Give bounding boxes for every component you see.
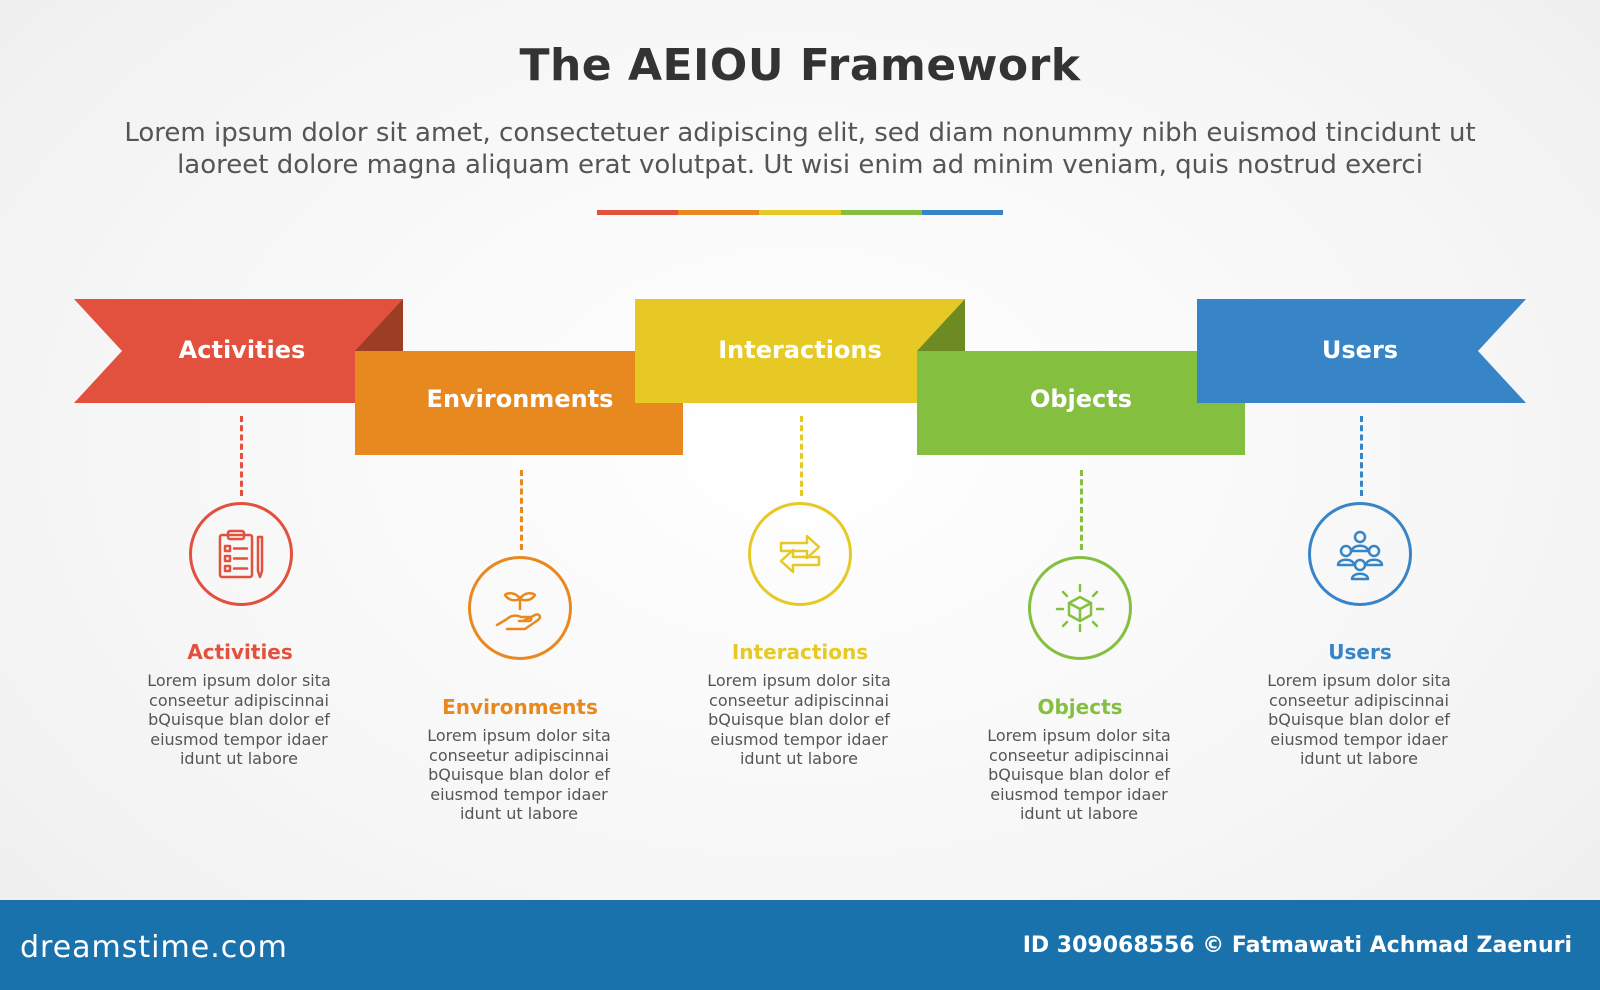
item-desc-activities: Lorem ipsum dolor sita conseetur adipisc… (129, 671, 349, 769)
connector-objects (1080, 470, 1083, 550)
cube-icon (1055, 583, 1105, 633)
footer-bar: dreamstime.com ID 309068556 © Fatmawati … (0, 900, 1600, 990)
icon-circle-objects (1028, 556, 1132, 660)
desc-line: idunt ut labore (739, 749, 858, 768)
desc-line: Lorem ipsum dolor sita (427, 726, 611, 745)
item-title-users: Users (1328, 640, 1392, 664)
hand-plant-icon (495, 592, 542, 631)
desc-line: eiusmod tempor idaer (990, 784, 1168, 804)
subtitle-line-1: Lorem ipsum dolor sit amet, consectetuer… (124, 118, 1476, 148)
item-desc-users: Lorem ipsum dolor sita conseetur adipisc… (1249, 671, 1469, 769)
desc-line: bQuisque blan dolor ef (428, 765, 610, 784)
desc-line: conseetur adipiscinnai (989, 745, 1169, 765)
item-title-interactions: Interactions (731, 640, 869, 664)
connector-activities (240, 416, 243, 496)
item-desc-environments: Lorem ipsum dolor sita conseetur adipisc… (409, 726, 629, 824)
rainbow-divider (597, 210, 1004, 215)
item-desc-objects: Lorem ipsum dolor sita conseetur adipisc… (969, 726, 1189, 824)
divider-segment-orange (678, 210, 760, 215)
desc-line: bQuisque blan dolor ef (148, 710, 330, 729)
exchange-arrows-icon (779, 534, 821, 574)
desc-line: Lorem ipsum dolor sita (707, 671, 891, 690)
divider-segment-green (840, 210, 922, 215)
divider-segment-red (597, 210, 679, 215)
ribbon-segment-interactions (635, 299, 965, 403)
desc-line: Lorem ipsum dolor sita (1267, 671, 1451, 690)
page-title: The AEIOU Framework (519, 40, 1081, 91)
ribbon-label-users: Users (1321, 336, 1399, 364)
ribbon-label-environments: Environments (426, 385, 614, 413)
desc-line: bQuisque blan dolor ef (1268, 710, 1450, 729)
ribbon-segment-activities (74, 299, 403, 403)
icon-circle-environments (468, 556, 572, 660)
ribbon-segment-users (1197, 299, 1526, 403)
desc-line: bQuisque blan dolor ef (708, 710, 890, 729)
desc-line: conseetur adipiscinnai (709, 690, 889, 710)
users-group-icon (1336, 530, 1384, 581)
page-subtitle: Lorem ipsum dolor sit amet, consectetuer… (100, 117, 1500, 181)
connector-users (1360, 416, 1363, 496)
item-title-activities: Activities (187, 640, 293, 664)
ribbon-label-interactions: Interactions (718, 336, 882, 364)
desc-line: bQuisque blan dolor ef (988, 765, 1170, 784)
ribbon-segment-environments (355, 351, 683, 455)
divider-segment-blue (921, 210, 1004, 215)
desc-line: eiusmod tempor idaer (710, 729, 888, 749)
desc-line: conseetur adipiscinnai (1269, 690, 1449, 710)
desc-line: idunt ut labore (179, 749, 298, 768)
ribbon-label-objects: Objects (1029, 385, 1133, 413)
desc-line: Lorem ipsum dolor sita (147, 671, 331, 690)
connector-interactions (800, 416, 803, 496)
footer-brand-logo[interactable]: dreamstime.com (20, 930, 288, 965)
ribbon-label-activities: Activities (178, 336, 306, 364)
item-title-objects: Objects (1037, 695, 1123, 719)
desc-line: idunt ut labore (1299, 749, 1418, 768)
desc-line: idunt ut labore (1019, 804, 1138, 823)
desc-line: eiusmod tempor idaer (150, 729, 328, 749)
clipboard-checklist-icon (218, 529, 264, 579)
ribbon-segment-objects (917, 351, 1245, 455)
desc-line: idunt ut labore (459, 804, 578, 823)
desc-line: eiusmod tempor idaer (430, 784, 608, 804)
item-desc-interactions: Lorem ipsum dolor sita conseetur adipisc… (689, 671, 909, 769)
footer-credit: ID 309068556 © Fatmawati Achmad Zaenuri (1022, 933, 1572, 958)
desc-line: Lorem ipsum dolor sita (987, 726, 1171, 745)
icon-circle-interactions (748, 502, 852, 606)
desc-line: eiusmod tempor idaer (1270, 729, 1448, 749)
item-title-environments: Environments (442, 695, 598, 719)
ribbon-fold-1 (355, 299, 403, 351)
subtitle-line-2: laoreet dolore magna aliquam erat volutp… (177, 150, 1423, 180)
ribbon-banner (74, 299, 1526, 455)
desc-line: conseetur adipiscinnai (149, 690, 329, 710)
icon-circle-users (1308, 502, 1412, 606)
divider-segment-yellow (759, 210, 841, 215)
ribbon-fold-3 (917, 299, 965, 351)
desc-line: conseetur adipiscinnai (429, 745, 609, 765)
connector-environments (520, 470, 523, 550)
icon-circle-activities (189, 502, 293, 606)
